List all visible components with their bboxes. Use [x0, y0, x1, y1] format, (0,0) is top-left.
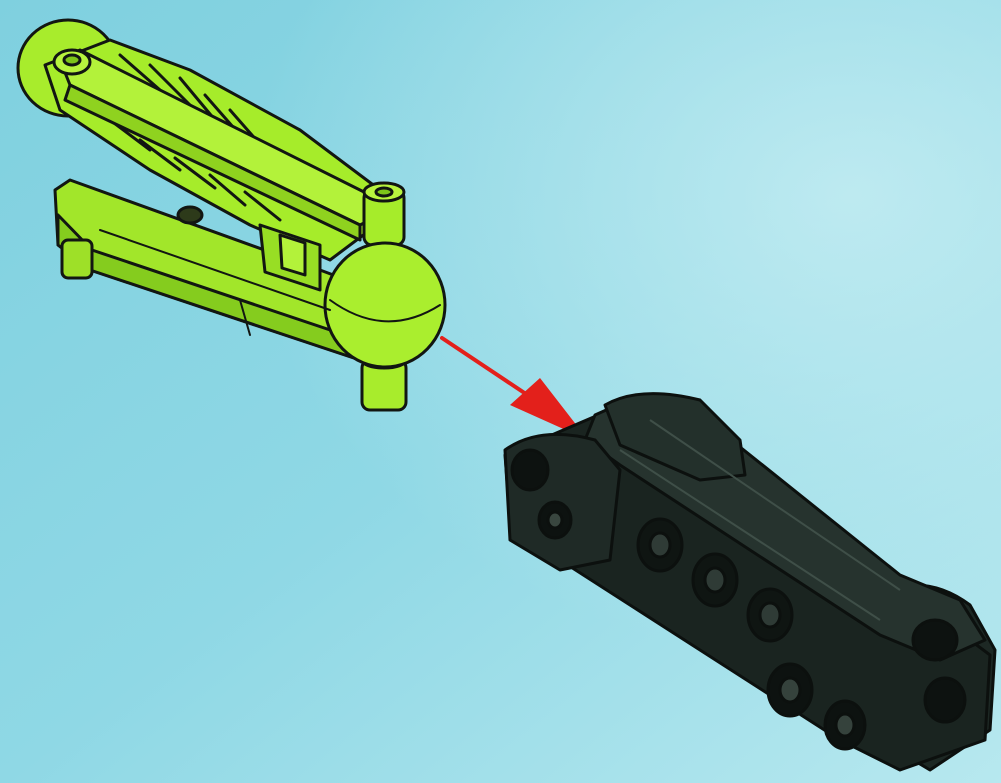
instruction-step-illustration — [0, 0, 1001, 783]
black-technic-beam-icon — [0, 0, 1001, 783]
